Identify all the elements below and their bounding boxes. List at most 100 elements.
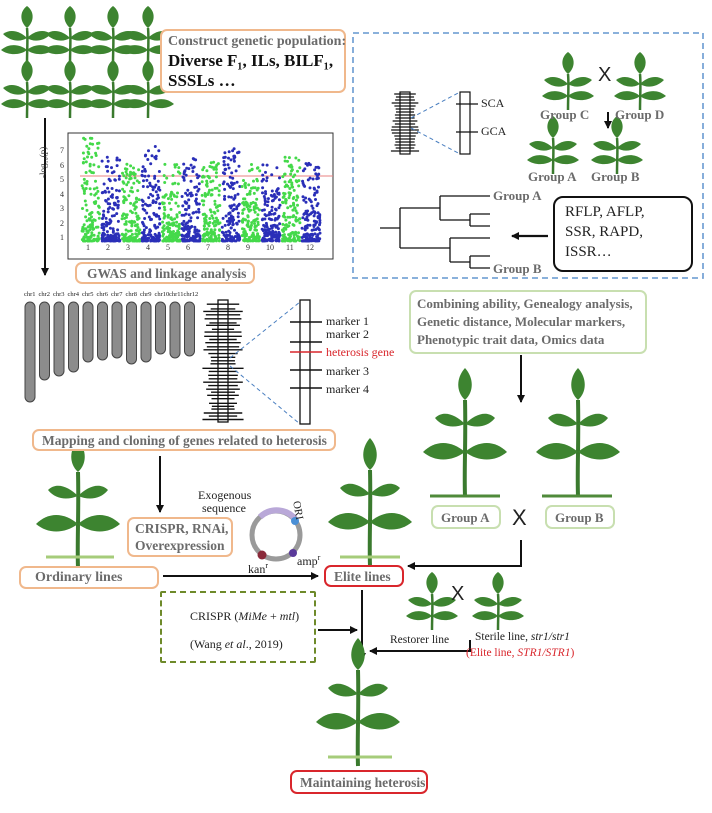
manhattan-point: [93, 202, 97, 205]
manhattan-point: [250, 186, 253, 190]
manhattan-point: [310, 233, 314, 237]
chromosome-set: [24, 301, 195, 403]
manhattan-point: [153, 145, 157, 148]
manhattan-point: [312, 225, 316, 228]
manhattan-point: [82, 136, 86, 140]
manhattan-point: [317, 185, 320, 189]
chromosome: [39, 301, 50, 381]
manhattan-point: [151, 188, 155, 192]
manhattan-point: [254, 224, 258, 228]
crispr-line1: CRISPR, RNAi,: [135, 521, 229, 536]
manhattan-point: [107, 236, 110, 239]
manhattan-point: [156, 239, 160, 243]
manhattan-point: [294, 232, 298, 236]
manhattan-point: [143, 234, 147, 238]
manhattan-point: [314, 172, 318, 176]
manhattan-point: [160, 230, 164, 234]
methods-box: Combining ability, Genealogy analysis, G…: [409, 290, 647, 354]
group-d-label: Group D: [615, 107, 665, 122]
manhattan-point: [85, 144, 89, 148]
manhattan-point: [110, 195, 114, 199]
manhattan-point: [148, 230, 152, 234]
manhattan-point: [191, 237, 195, 241]
manhattan-point: [121, 237, 125, 240]
manhattan-point: [97, 216, 101, 220]
manhattan-point: [158, 217, 162, 221]
manhattan-point: [258, 208, 261, 212]
manhattan-point: [288, 215, 292, 219]
manhattan-point: [175, 213, 179, 217]
manhattan-point: [275, 225, 279, 229]
manhattan-point: [166, 197, 170, 201]
manhattan-point: [110, 234, 114, 238]
manhattan-point: [129, 209, 133, 213]
manhattan-point: [277, 191, 281, 195]
manhattan-point: [267, 213, 271, 217]
manhattan-point: [214, 171, 218, 175]
manhattan-point: [104, 165, 108, 169]
chromosome-label: chr6: [96, 291, 109, 298]
manhattan-point: [146, 233, 150, 237]
manhattan-point: [81, 161, 85, 164]
population-box: Construct genetic population: Diverse F₁…: [160, 29, 346, 93]
manhattan-point: [236, 192, 240, 196]
manhattan-point: [115, 188, 118, 192]
manhattan-point: [289, 204, 293, 208]
manhattan-point: [143, 167, 147, 171]
manhattan-point: [105, 223, 108, 227]
manhattan-ytick: 5: [60, 175, 64, 184]
manhattan-point: [275, 217, 279, 221]
manhattan-point: [241, 201, 245, 205]
manhattan-point: [214, 216, 218, 220]
crispr-line2: Overexpression: [135, 538, 225, 553]
manhattan-point: [283, 172, 287, 176]
chromosome: [97, 301, 108, 361]
manhattan-point: [235, 180, 239, 184]
manhattan-point: [303, 227, 307, 231]
manhattan-point: [132, 220, 136, 224]
manhattan-point: [228, 231, 232, 235]
manhattan-point: [308, 176, 312, 180]
manhattan-point: [197, 182, 201, 186]
manhattan-point: [189, 179, 193, 183]
manhattan-point: [213, 228, 217, 232]
manhattan-point: [161, 234, 165, 238]
manhattan-point: [146, 185, 150, 189]
manhattan-point: [85, 180, 89, 183]
manhattan-point: [264, 170, 267, 174]
manhattan-xtick: 2: [106, 243, 110, 252]
manhattan-point: [117, 234, 121, 238]
manhattan-point: [293, 206, 297, 210]
manhattan-point: [117, 177, 121, 181]
manhattan-point: [87, 152, 91, 156]
manhattan-point: [158, 222, 162, 226]
manhattan-point: [112, 207, 115, 211]
manhattan-xtick: 1: [86, 243, 90, 252]
manhattan-point: [191, 211, 195, 215]
chromosome-label: chr2: [38, 291, 51, 298]
manhattan-point: [135, 196, 138, 200]
manhattan-point: [195, 202, 199, 206]
chromosome-label: chr1: [24, 291, 36, 298]
manhattan-point: [172, 230, 175, 233]
manhattan-point: [153, 185, 157, 189]
manhattan-point: [290, 183, 294, 187]
manhattan-point: [303, 167, 307, 171]
manhattan-point: [106, 169, 110, 173]
manhattan-point: [217, 193, 221, 197]
manhattan-point: [261, 163, 265, 167]
manhattan-point: [85, 208, 89, 212]
manhattan-point: [92, 187, 96, 191]
manhattan-point: [148, 228, 152, 232]
manhattan-point: [173, 163, 177, 167]
manhattan-point: [263, 202, 267, 206]
manhattan-point: [281, 222, 285, 226]
manhattan-point: [261, 186, 265, 190]
manhattan-point: [270, 218, 274, 222]
manhattan-point: [266, 197, 270, 201]
manhattan-point: [153, 232, 157, 236]
manhattan-point: [218, 228, 222, 232]
manhattan-point: [202, 166, 206, 169]
population-title: Construct genetic population:: [168, 34, 347, 49]
manhattan-point: [276, 187, 280, 191]
